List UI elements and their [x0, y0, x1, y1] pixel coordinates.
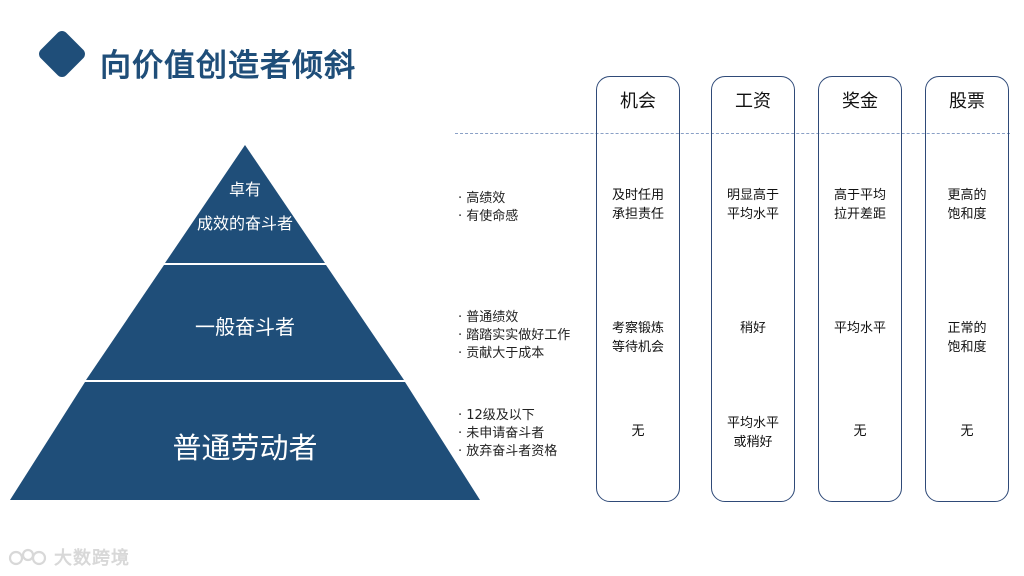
page-title: 向价值创造者倾斜	[100, 48, 356, 84]
cell-line: 无	[631, 424, 645, 439]
watermark-logo-icon	[8, 548, 47, 566]
column-header: 工资	[735, 91, 771, 112]
column-cell: 无	[597, 422, 679, 441]
cell-line: 平均水平	[726, 207, 779, 222]
column-cell: 无	[926, 422, 1008, 441]
cell-line: 平均水平	[833, 321, 886, 336]
bullet-item: 未申请奋斗者	[458, 425, 557, 443]
column-cell: 高于平均 拉开差距	[819, 186, 901, 224]
tier-bottom-label: 普通劳动者	[172, 431, 318, 465]
cell-line: 承担责任	[611, 207, 664, 222]
bullets-bottom: 12级及以下 未申请奋斗者 放弃奋斗者资格	[458, 407, 557, 461]
column-cell: 平均水平	[819, 319, 901, 338]
bullet-item: 12级及以下	[458, 407, 557, 425]
column-cell: 平均水平 或稍好	[712, 414, 794, 452]
column-cell: 稍好	[712, 319, 794, 338]
cell-line: 平均水平	[726, 416, 779, 431]
tier-top-label-line1: 卓有	[228, 180, 261, 199]
cell-line: 更高的	[947, 188, 987, 203]
column-header: 机会	[620, 91, 656, 112]
cell-line: 饱和度	[947, 207, 987, 222]
bullets-top: 高绩效 有使命感	[458, 190, 518, 226]
bullet-item: 高绩效	[458, 190, 518, 208]
cell-line: 考察锻炼	[611, 321, 664, 336]
cell-line: 拉开差距	[833, 207, 886, 222]
bullet-item: 普通绩效	[458, 309, 570, 327]
cell-line: 明显高于	[726, 188, 779, 203]
cell-line: 高于平均	[833, 188, 886, 203]
column-cell: 明显高于 平均水平	[712, 186, 794, 224]
cell-line: 无	[853, 424, 867, 439]
cell-line: 或稍好	[733, 435, 773, 450]
column-bonus: 奖金 高于平均 拉开差距 平均水平 无	[818, 76, 902, 502]
bullet-item: 放弃奋斗者资格	[458, 443, 557, 461]
cell-line: 等待机会	[611, 340, 664, 355]
cell-line: 无	[960, 424, 974, 439]
tier-middle-label: 一般奋斗者	[195, 315, 295, 339]
column-opportunity: 机会 及时任用 承担责任 考察锻炼 等待机会 无	[596, 76, 680, 502]
tier-top-label-line2: 成效的奋斗者	[196, 214, 293, 233]
column-cell: 及时任用 承担责任	[597, 186, 679, 224]
bullet-item: 踏踏实实做好工作	[458, 327, 570, 345]
bullet-item: 贡献大于成本	[458, 345, 570, 363]
column-header: 股票	[949, 91, 985, 112]
cell-line: 正常的	[947, 321, 987, 336]
dashed-divider	[455, 133, 1010, 134]
column-cell: 无	[819, 422, 901, 441]
pyramid-tier-bottom	[10, 382, 480, 500]
column-cell: 正常的 饱和度	[926, 319, 1008, 357]
column-header: 奖金	[842, 91, 878, 112]
cell-line: 饱和度	[947, 340, 987, 355]
column-cell: 考察锻炼 等待机会	[597, 319, 679, 357]
column-cell: 更高的 饱和度	[926, 186, 1008, 224]
cell-line: 稍好	[739, 321, 766, 336]
column-salary: 工资 明显高于 平均水平 稍好 平均水平 或稍好	[711, 76, 795, 502]
pyramid-tier-middle	[86, 265, 404, 380]
bullets-middle: 普通绩效 踏踏实实做好工作 贡献大于成本	[458, 309, 570, 363]
watermark-text: 大数跨境	[54, 548, 130, 569]
bullet-item: 有使命感	[458, 208, 518, 226]
watermark: 大数跨境	[8, 544, 130, 570]
pyramid-tier-top	[165, 145, 325, 263]
cell-line: 及时任用	[611, 188, 664, 203]
column-stock: 股票 更高的 饱和度 正常的 饱和度 无	[925, 76, 1009, 502]
